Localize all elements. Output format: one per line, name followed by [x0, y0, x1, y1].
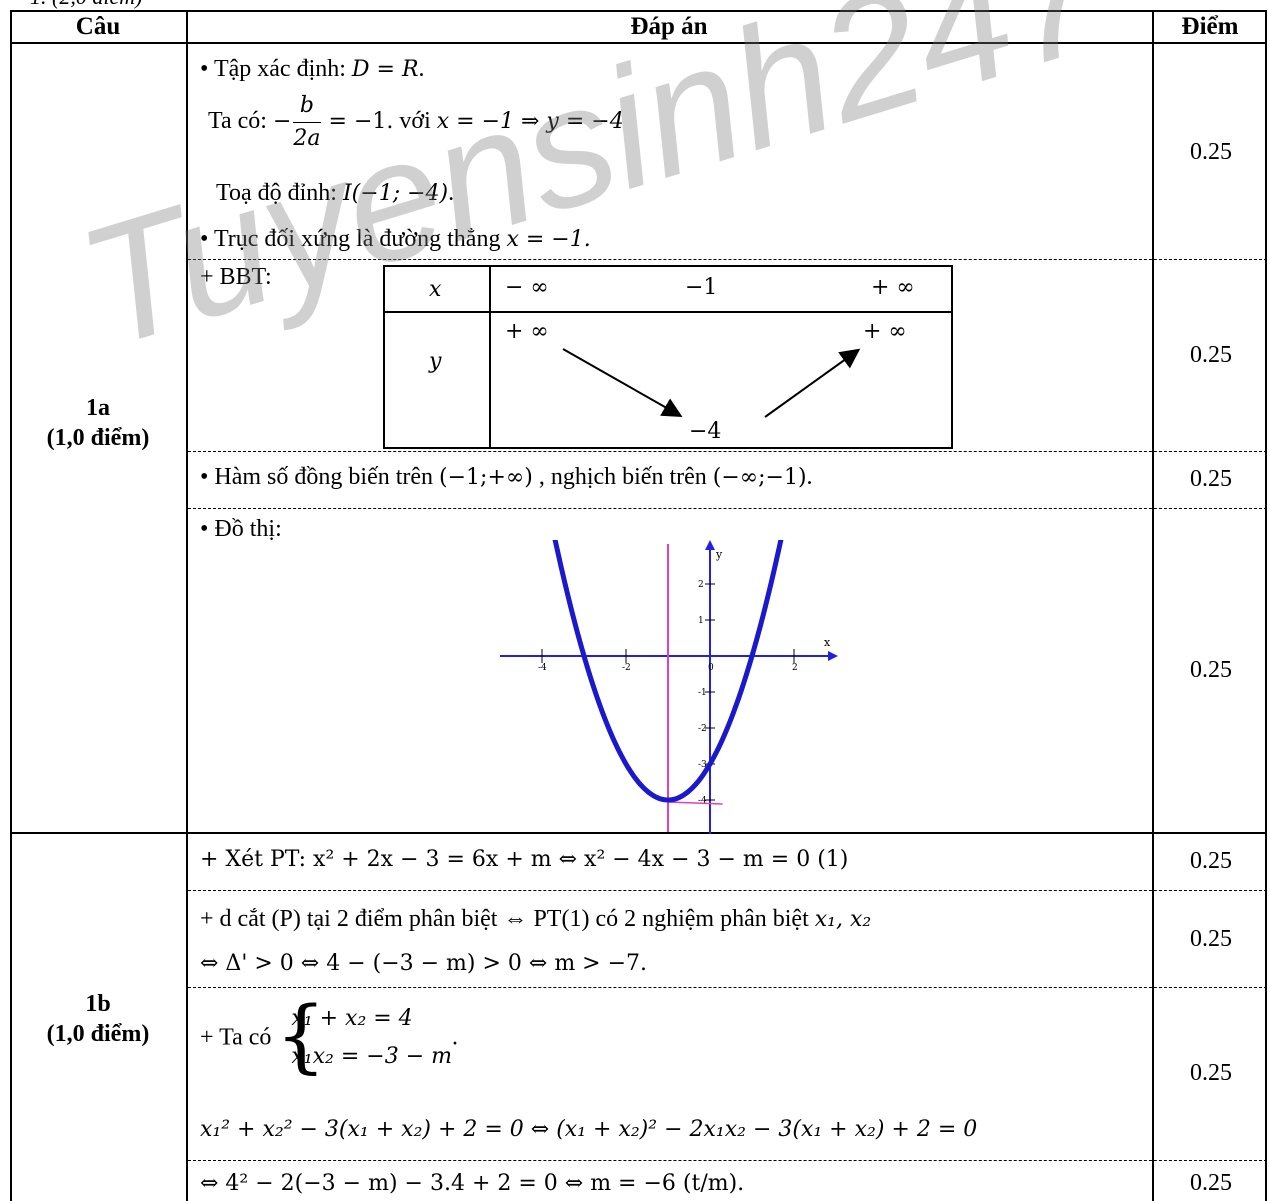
- monotonic-line: • Hàm số đồng biến trên (−1;+∞) , nghịch…: [200, 464, 813, 490]
- label-1a: 1a: [86, 395, 110, 421]
- bbt-top-left: + ∞: [505, 319, 549, 344]
- y-tick-label: 2: [698, 580, 704, 590]
- column-divider-2: [1152, 10, 1154, 1201]
- condition-expansion-line: x₁² + x₂² − 3(x₁ + x₂) + 2 = 0 ⇔ (x₁ + x…: [200, 1117, 978, 1142]
- y-tick-label: -4: [698, 796, 707, 806]
- label-1b: 1b: [85, 991, 111, 1017]
- row-divider: [188, 1160, 1267, 1161]
- y-tick-label: -3: [698, 760, 707, 770]
- graph-label: • Đồ thị:: [200, 516, 282, 542]
- y-tick-label: -2: [698, 724, 707, 734]
- bbt-label: + BBT:: [200, 264, 272, 290]
- variation-table: x y − ∞ −1 + ∞ + ∞ + ∞ −4: [383, 265, 953, 449]
- points-1b-row-3: 0.25: [1190, 1060, 1232, 1086]
- bbt-plus-inf: + ∞: [871, 275, 915, 300]
- bbt-top-right: + ∞: [863, 319, 907, 344]
- label-1b-points: (1,0 điểm): [46, 1021, 150, 1047]
- domain-line: • Tập xác định: D = R.: [200, 56, 425, 82]
- column-divider-1: [186, 10, 188, 1201]
- y-tick-label: -1: [698, 688, 707, 698]
- y-axis-arrow: [705, 540, 715, 550]
- x-tick-label: 2: [792, 663, 798, 673]
- bbt-bottom: −4: [689, 419, 722, 444]
- header-diem: Điểm: [1181, 13, 1239, 40]
- label-1a-points: (1,0 điểm): [46, 425, 150, 451]
- symmetry-axis-line: • Trục đối xứng là đường thẳng x = −1.: [200, 226, 591, 252]
- y-tick-label: 1: [698, 616, 704, 626]
- equation-line: + Xét PT: x² + 2x − 3 = 6x + m ⇔ x² − 4x…: [200, 847, 849, 872]
- points-row-2: 0.25: [1190, 342, 1232, 368]
- bbt-minus-one: −1: [685, 275, 718, 300]
- row-divider: [188, 508, 1267, 509]
- cut-off-heading: 1. (2,0 điểm): [0, 0, 420, 10]
- points-row-4: 0.25: [1190, 657, 1232, 683]
- points-1b-row-4: 0.25: [1190, 1170, 1232, 1196]
- bbt-minus-inf: − ∞: [505, 275, 549, 300]
- increasing-arrow: [764, 348, 861, 418]
- points-1b-row-2: 0.25: [1190, 926, 1232, 952]
- points-row-3: 0.25: [1190, 466, 1232, 492]
- parabola-graph: x y -4 -2 0 2 2 1 -1 -2 -3 -4: [500, 540, 838, 834]
- row-divider: [188, 890, 1267, 891]
- bbt-arrows: [562, 348, 861, 418]
- x-tick-label: -4: [538, 663, 547, 673]
- bbt-y-label: y: [429, 349, 442, 374]
- header-divider: [10, 42, 1267, 44]
- x-tick-label: 0: [708, 663, 714, 673]
- y-axis-label: y: [715, 548, 723, 561]
- header-dap-an: Đáp án: [630, 13, 708, 40]
- row-divider: [188, 987, 1267, 988]
- header-cau: Câu: [75, 13, 121, 40]
- x-tick-label: -2: [622, 663, 631, 673]
- vertex-line: Toạ độ đỉnh: I(−1; −4).: [216, 180, 455, 206]
- row-divider: [188, 451, 1267, 452]
- section-divider: [10, 832, 1267, 834]
- points-1b-row-1: 0.25: [1190, 848, 1232, 874]
- x-axis-arrow: [828, 651, 838, 661]
- x-axis-label: x: [824, 636, 831, 649]
- result-line: ⇔ 4² − 2(−3 − m) − 3.4 + 2 = 0 ⇔ m = −6 …: [200, 1171, 745, 1196]
- vieta-line: + Ta có { x₁ + x₂ = 4 x₁x₂ = −3 − m .: [200, 989, 458, 1082]
- discriminant-line: ⇔ Δ' > 0 ⇔ 4 − (−3 − m) > 0 ⇔ m > −7.: [200, 951, 648, 976]
- vertex-marker: [667, 801, 723, 805]
- bbt-x-label: x: [429, 277, 442, 302]
- table-frame: [10, 10, 1267, 1201]
- intersection-condition-line: + d cắt (P) tại 2 điểm phân biệt ⇔ PT(1)…: [200, 906, 872, 932]
- points-row-1: 0.25: [1190, 139, 1232, 165]
- parabola-curve: [552, 540, 784, 803]
- row-divider: [188, 259, 1267, 260]
- decreasing-arrow: [562, 348, 683, 417]
- vieta-system: { x₁ + x₂ = 4 x₁x₂ = −3 − m: [275, 989, 452, 1082]
